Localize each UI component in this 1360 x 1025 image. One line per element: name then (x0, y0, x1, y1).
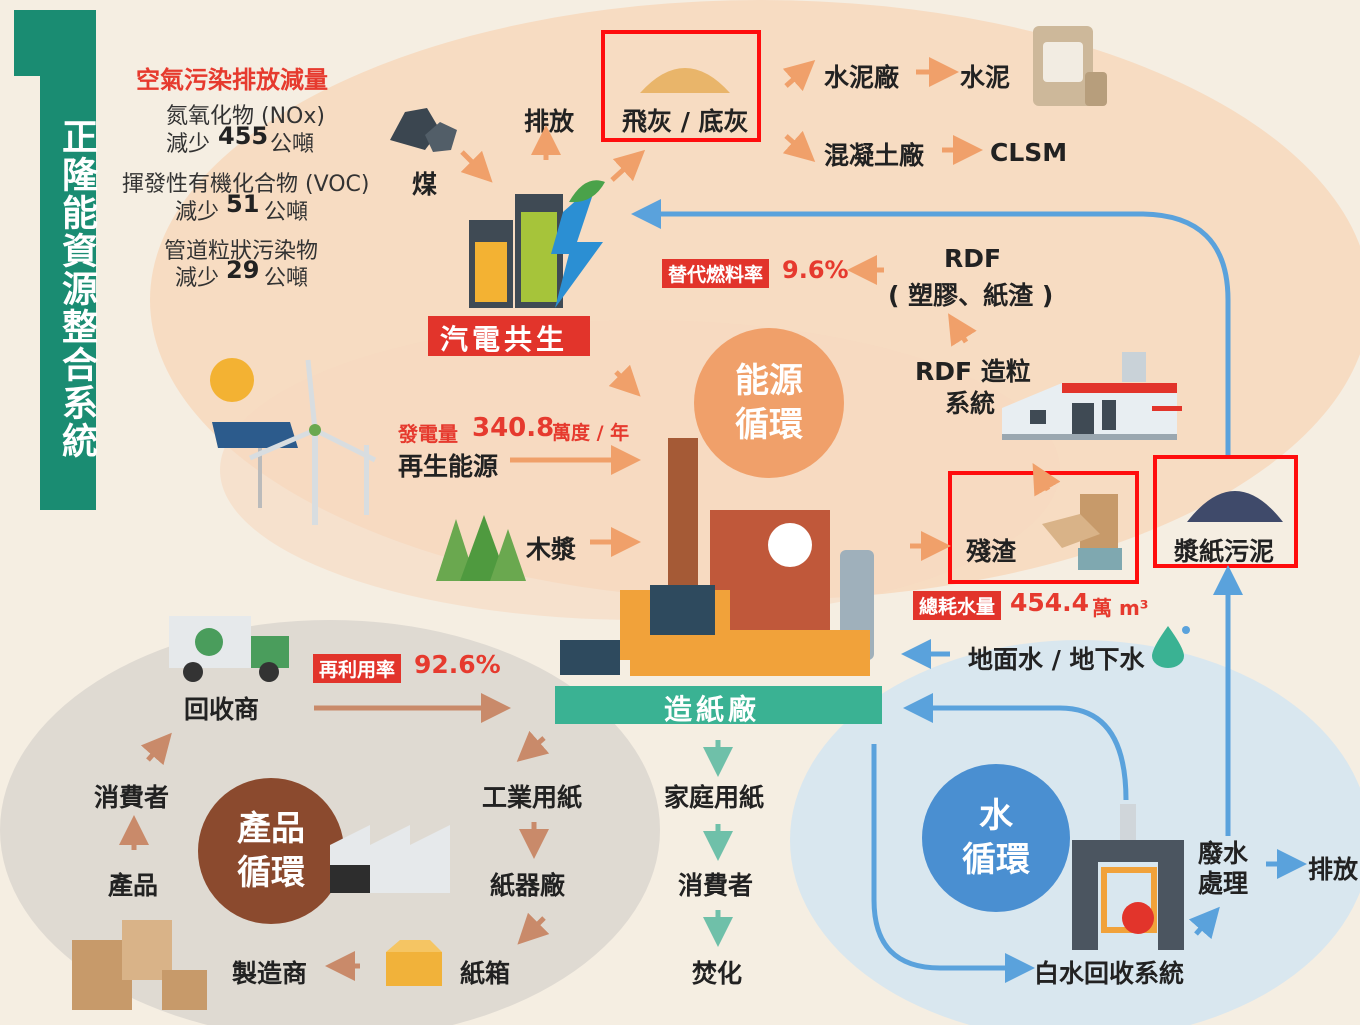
power-unit: 萬度 / 年 (552, 422, 630, 444)
water-cycle-badge: 水 循環 (922, 764, 1070, 912)
fly-ash-highlight (601, 30, 761, 142)
water-consumption-value: 454.4 (1010, 588, 1090, 617)
pm-value: 29 (226, 256, 260, 284)
water-source-label: 地面水 / 地下水 (968, 645, 1145, 674)
voc-value: 51 (226, 190, 260, 218)
nox-pre: 減少 (166, 132, 211, 157)
clsm-label: CLSM (990, 138, 1068, 167)
consumer-label: 消費者 (94, 783, 170, 812)
recycling-truck-icon (169, 616, 289, 682)
renewable-energy-icon (210, 358, 377, 525)
carton-label: 紙箱 (460, 959, 511, 988)
alt-fuel-tag: 替代燃料率 (662, 259, 770, 288)
cogen-label-bg (428, 316, 590, 356)
whitewater-label: 白水回收系統 (1034, 959, 1185, 988)
rdf-detail: ( 塑膠、紙渣 ) (888, 281, 1054, 310)
cement-label: 水泥 (960, 63, 1011, 92)
cogen-label: 汽電共生 (440, 323, 569, 356)
energy-cycle-badge: 能源 循環 (694, 328, 844, 478)
pulp-label: 木漿 (526, 535, 577, 564)
carton-box-icon (386, 940, 442, 986)
cement-bag-icon (1033, 26, 1107, 106)
factory-icon (330, 825, 450, 893)
coal-label: 煤 (412, 170, 438, 199)
power-tag: 發電量 (398, 422, 458, 446)
voc-unit: 公噸 (264, 200, 309, 225)
rdf-label: RDF (944, 244, 1002, 273)
residue-boxes-icon (1042, 494, 1122, 570)
sludge-pile-icon (1187, 491, 1283, 522)
residue-label: 殘渣 (966, 537, 1017, 566)
voc-pre: 減少 (175, 200, 220, 225)
pm-unit: 公噸 (264, 266, 309, 291)
recycler-label: 回收商 (184, 695, 260, 724)
energy-cycle-line2: 循環 (735, 405, 803, 445)
nox-unit: 公噸 (270, 132, 315, 157)
product-boxes-icon (72, 920, 207, 1010)
nox-value: 455 (218, 122, 269, 150)
rdf-system-line1: RDF 造粒 (915, 357, 1031, 386)
power-value: 340.8 (472, 413, 555, 443)
paper-mill-label: 造紙廠 (664, 693, 761, 726)
energy-cycle-line1: 能源 (735, 361, 803, 401)
wastewater-line2: 處理 (1198, 869, 1249, 898)
product-label: 產品 (108, 871, 159, 900)
water-drop-icon (1152, 626, 1190, 668)
reuse-tag: 再利用率 (313, 654, 402, 683)
reuse-value: 92.6% (414, 650, 501, 679)
product-cycle-badge: 產品 循環 (198, 778, 344, 924)
sludge-label: 漿紙污泥 (1174, 537, 1275, 566)
wastewater-line1: 廢水 (1198, 839, 1249, 868)
water-consumption-unit: 萬 m³ (1092, 596, 1149, 620)
fly-ash-label: 飛灰 / 底灰 (622, 107, 749, 136)
cement-plant-label: 水泥廠 (824, 63, 900, 92)
industrial-paper-label: 工業用紙 (482, 783, 583, 812)
incineration-label: 焚化 (692, 959, 743, 988)
alt-fuel-value: 9.6% (782, 256, 849, 284)
title-banner: 正隆能資源整合系統 (40, 10, 97, 510)
concrete-plant-label: 混凝土廠 (824, 141, 925, 170)
trees-icon (436, 515, 526, 581)
paper-mill-label-bg (555, 686, 882, 724)
rdf-system-line2: 系統 (945, 389, 996, 418)
product-cycle-line2: 循環 (237, 853, 305, 893)
paper-mill-icon (560, 438, 874, 676)
consumer-mid-label: 消費者 (678, 871, 754, 900)
title-banner-tab (14, 10, 40, 76)
discharge-label: 排放 (1308, 855, 1359, 884)
pm-label: 管道粒狀污染物 (164, 239, 319, 264)
home-paper-label: 家庭用紙 (664, 783, 765, 812)
renewable-label: 再生能源 (398, 452, 499, 481)
battery-icon (469, 180, 605, 308)
nox-label: 氮氧化物 (NOx) (166, 104, 325, 129)
factory-building-icon (1002, 352, 1182, 440)
title-text: 正隆能資源整合系統 (56, 118, 97, 460)
pm-pre: 減少 (175, 266, 220, 291)
water-cycle-line2: 循環 (962, 840, 1030, 880)
air-heading: 空氣污染排放減量 (136, 66, 328, 94)
water-consumption-tag: 總耗水量 (913, 591, 1002, 620)
water-cycle-line1: 水 (979, 796, 1013, 836)
water-pipe-icon (1072, 804, 1184, 950)
product-cycle-line1: 產品 (237, 809, 305, 849)
voc-label: 揮發性有機化合物 (VOC) (122, 172, 370, 197)
container-plant-label: 紙器廠 (490, 871, 566, 900)
manufacturer-label: 製造商 (232, 959, 308, 988)
ash-pile-icon (640, 68, 730, 93)
coal-icon (390, 108, 457, 152)
